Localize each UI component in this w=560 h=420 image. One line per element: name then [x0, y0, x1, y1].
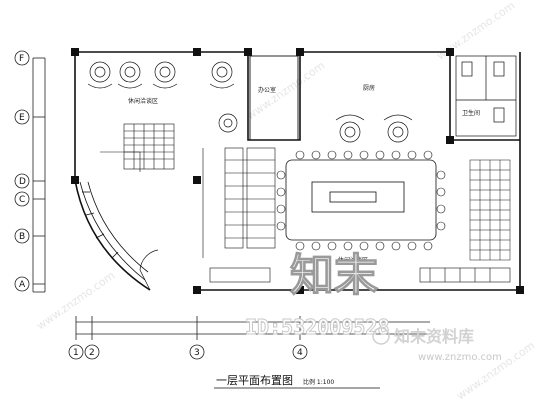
- row-bubble-f: [14, 50, 30, 66]
- structural-columns: [71, 48, 524, 294]
- col-bubble-1: [68, 344, 84, 360]
- col-label-4: 4: [297, 348, 303, 358]
- row-label-b: B: [19, 232, 25, 242]
- central-table: [285, 159, 437, 241]
- watermark-url-diag-4: www.znzmo.com: [454, 339, 537, 403]
- curved-glazing: [79, 181, 149, 281]
- toilet-label: 卫生间: [462, 109, 480, 117]
- office-label: 办公室: [258, 86, 276, 94]
- stair: [100, 123, 175, 172]
- row-label-a: A: [19, 280, 26, 290]
- col-label-1: 1: [73, 348, 79, 358]
- row-bubble-a: [14, 276, 30, 292]
- row-label-e: E: [19, 113, 25, 123]
- watermark-brand-url: www.znzmo.com: [418, 352, 502, 363]
- bottom-seat-row: [209, 267, 511, 283]
- row-bubble-d: [14, 173, 30, 189]
- central-chairs: [276, 150, 446, 251]
- toilet-block: [455, 55, 517, 137]
- drawing-scale: 比例 1:100: [303, 378, 334, 386]
- entrance-door: [139, 249, 159, 291]
- col-label-3: 3: [194, 348, 200, 358]
- row-bubble-e: [14, 109, 30, 125]
- row-label-f: F: [19, 54, 24, 64]
- col-bubble-3: [189, 344, 205, 360]
- exterior-walls: [74, 51, 521, 291]
- drawing-title: 一层平面布置图: [216, 374, 293, 387]
- lounge-round-tables: [87, 61, 238, 133]
- booth-seating: [202, 147, 276, 258]
- col-bubble-2: [84, 344, 100, 360]
- row-label-c: C: [19, 195, 25, 205]
- right-tiled-zone: [469, 159, 511, 261]
- lounge-label: 休闲洽谈区: [128, 97, 158, 105]
- row-bubble-c: [14, 191, 30, 207]
- col-bubble-4: [292, 344, 308, 360]
- row-bubble-b: [14, 228, 30, 244]
- col-label-2: 2: [89, 348, 95, 358]
- central-label: 休闲洽谈区: [338, 256, 368, 264]
- row-axis: [14, 50, 46, 293]
- watermark-brand: 知末资料库 www.znzmo.com: [372, 327, 502, 363]
- col-axis: [68, 316, 430, 360]
- watermark-brand-text: 知末资料库: [394, 327, 474, 346]
- row-label-d: D: [19, 177, 26, 187]
- upper-round-tables: [335, 114, 413, 143]
- watermark-url-diag-3: www.znzmo.com: [244, 59, 327, 123]
- watermark-big-logo: 知末: [290, 250, 378, 301]
- office-room: [249, 55, 299, 141]
- watermark-id: ID:532009528: [245, 315, 390, 339]
- kitchen-label: 厨房: [363, 84, 375, 92]
